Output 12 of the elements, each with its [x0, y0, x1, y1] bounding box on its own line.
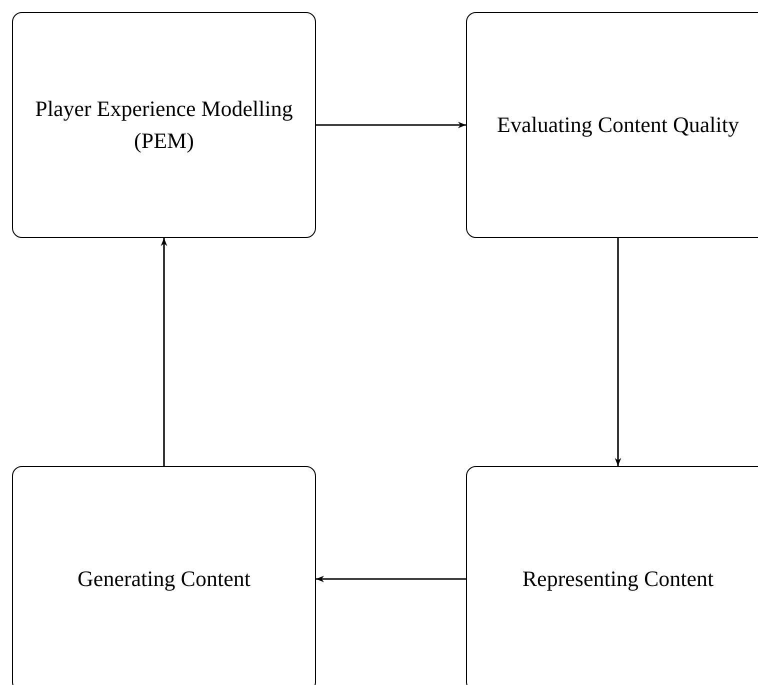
arrow — [614, 238, 622, 466]
process-box — [12, 12, 316, 238]
box-label: Representing Content — [521, 565, 715, 593]
process-box — [466, 466, 758, 685]
arrow — [316, 122, 466, 128]
box-label: Evaluating Content Quality — [496, 111, 740, 139]
arrow — [316, 576, 466, 582]
box-label: Player Experience Modelling (PEM) — [34, 95, 294, 155]
process-box — [12, 466, 316, 685]
arrow — [160, 238, 168, 466]
box-label: Generating Content — [76, 565, 252, 593]
process-box — [466, 12, 758, 238]
